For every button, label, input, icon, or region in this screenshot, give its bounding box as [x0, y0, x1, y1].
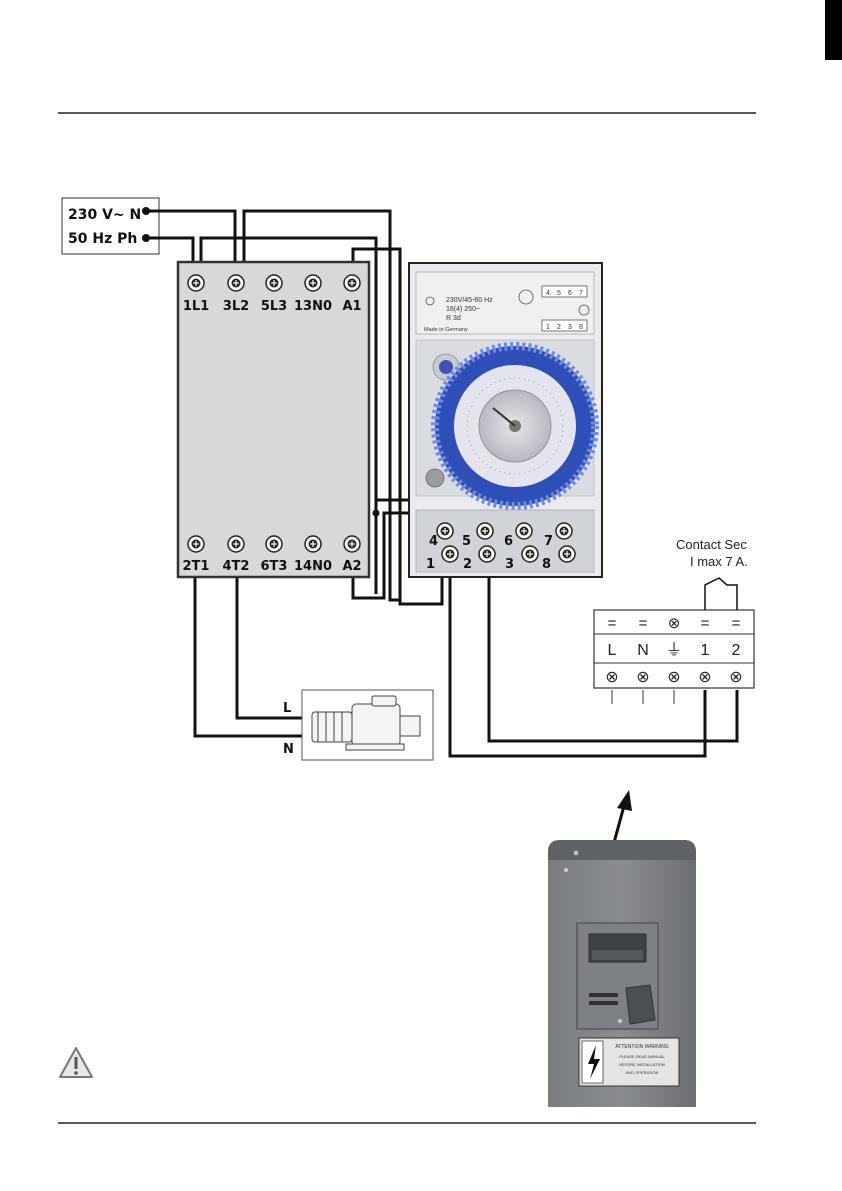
- terminal-3l2: 3L2: [223, 299, 249, 314]
- terminal-2t1: 2T1: [183, 559, 210, 574]
- supply-box: 230 V~ N 50 Hz Ph: [62, 198, 159, 254]
- terminal-14n0: 14N0: [294, 559, 332, 574]
- timer-terminal-3: 3: [505, 557, 514, 572]
- timer-override-knob: [426, 469, 444, 487]
- timer-terminal-8: 8: [542, 557, 551, 572]
- timer-spec-1: 230V/45-60 Hz: [446, 297, 493, 304]
- svg-text:⊗: ⊗: [667, 669, 680, 686]
- svg-text:⊗: ⊗: [729, 669, 742, 686]
- terminal-block-n: N: [637, 642, 649, 659]
- timer-terminal-1: 1: [426, 557, 435, 572]
- contact-sec-title: Contact Sec: [676, 537, 747, 552]
- svg-text:=: =: [608, 615, 617, 632]
- wire-contact-bridge: [705, 578, 737, 610]
- warning-icon: [60, 1048, 92, 1077]
- svg-text:1: 1: [546, 324, 550, 331]
- terminal-6t3: 6T3: [261, 559, 288, 574]
- wire-pump-l: [237, 577, 302, 718]
- svg-text:⊗: ⊗: [605, 669, 618, 686]
- timer-terminal-5: 5: [462, 534, 471, 549]
- timer-spec-3: R 3d: [446, 315, 461, 322]
- terminal-block-l: L: [608, 642, 617, 659]
- terminal-1l1: 1L1: [183, 299, 209, 314]
- pump: L N: [283, 690, 433, 760]
- terminal-block-2: 2: [732, 642, 741, 659]
- supply-neutral-label: 230 V~ N: [68, 207, 141, 223]
- terminal-4t2: 4T2: [223, 559, 250, 574]
- timer: 230V/45-60 Hz 16(4) 250~ R 3d Made in Ge…: [409, 263, 602, 577]
- timer-terminal-strip: 4 5 6 7 1 2 3 8: [416, 510, 594, 572]
- timer-terminal-7: 7: [544, 534, 553, 549]
- svg-text:⊗: ⊗: [636, 669, 649, 686]
- svg-text:PLEASE READ MANUAL: PLEASE READ MANUAL: [619, 1054, 665, 1059]
- pump-neutral-label: N: [283, 742, 294, 757]
- svg-text:6: 6: [568, 290, 572, 297]
- earth-icon: ⏚: [666, 641, 682, 659]
- terminal-a1: A1: [342, 299, 361, 314]
- svg-text:=: =: [701, 615, 710, 632]
- timer-dial: [435, 346, 595, 506]
- contactor: 1L1 3L2 5L3 13N0 A1 2T1 4T2 6T3 14N0 A2: [178, 262, 369, 577]
- terminal-13n0: 13N0: [294, 299, 332, 314]
- svg-text:8: 8: [579, 324, 583, 331]
- svg-text:2: 2: [557, 324, 561, 331]
- junction-dot: [373, 510, 380, 517]
- terminal-5l3: 5L3: [261, 299, 287, 314]
- svg-text:=: =: [732, 615, 741, 632]
- svg-text:=: =: [639, 615, 648, 632]
- svg-text:7: 7: [579, 290, 583, 297]
- timer-terminal-4: 4: [429, 534, 438, 549]
- timer-terminal-6: 6: [504, 534, 513, 549]
- svg-text:4: 4: [546, 290, 550, 297]
- svg-text:AND OPERATION: AND OPERATION: [626, 1070, 659, 1075]
- terminal-block: Contact Sec I max 7 A. = = ⊗ = = L N ⏚ 1…: [594, 537, 754, 704]
- svg-text:⊗: ⊗: [668, 615, 681, 632]
- heat-pump-unit: ATTENTION WARNING PLEASE READ MANUAL BEF…: [548, 840, 696, 1107]
- pump-line-label: L: [283, 701, 291, 716]
- supply-phase-label: 50 Hz Ph: [68, 231, 137, 247]
- terminal-block-1: 1: [701, 642, 710, 659]
- svg-text:⊗: ⊗: [698, 669, 711, 686]
- timer-terminal-2: 2: [463, 557, 472, 572]
- hp-warning-title: ATTENTION WARNING: [615, 1044, 668, 1050]
- contact-sec-limit: I max 7 A.: [690, 554, 748, 569]
- timer-made-in: Made in Germany: [424, 327, 468, 333]
- svg-text:BEFORE INSTALLATION: BEFORE INSTALLATION: [619, 1062, 665, 1067]
- timer-spec-2: 16(4) 250~: [446, 306, 480, 313]
- svg-text:5: 5: [557, 290, 561, 297]
- svg-text:3: 3: [568, 324, 572, 331]
- terminal-a2: A2: [342, 559, 361, 574]
